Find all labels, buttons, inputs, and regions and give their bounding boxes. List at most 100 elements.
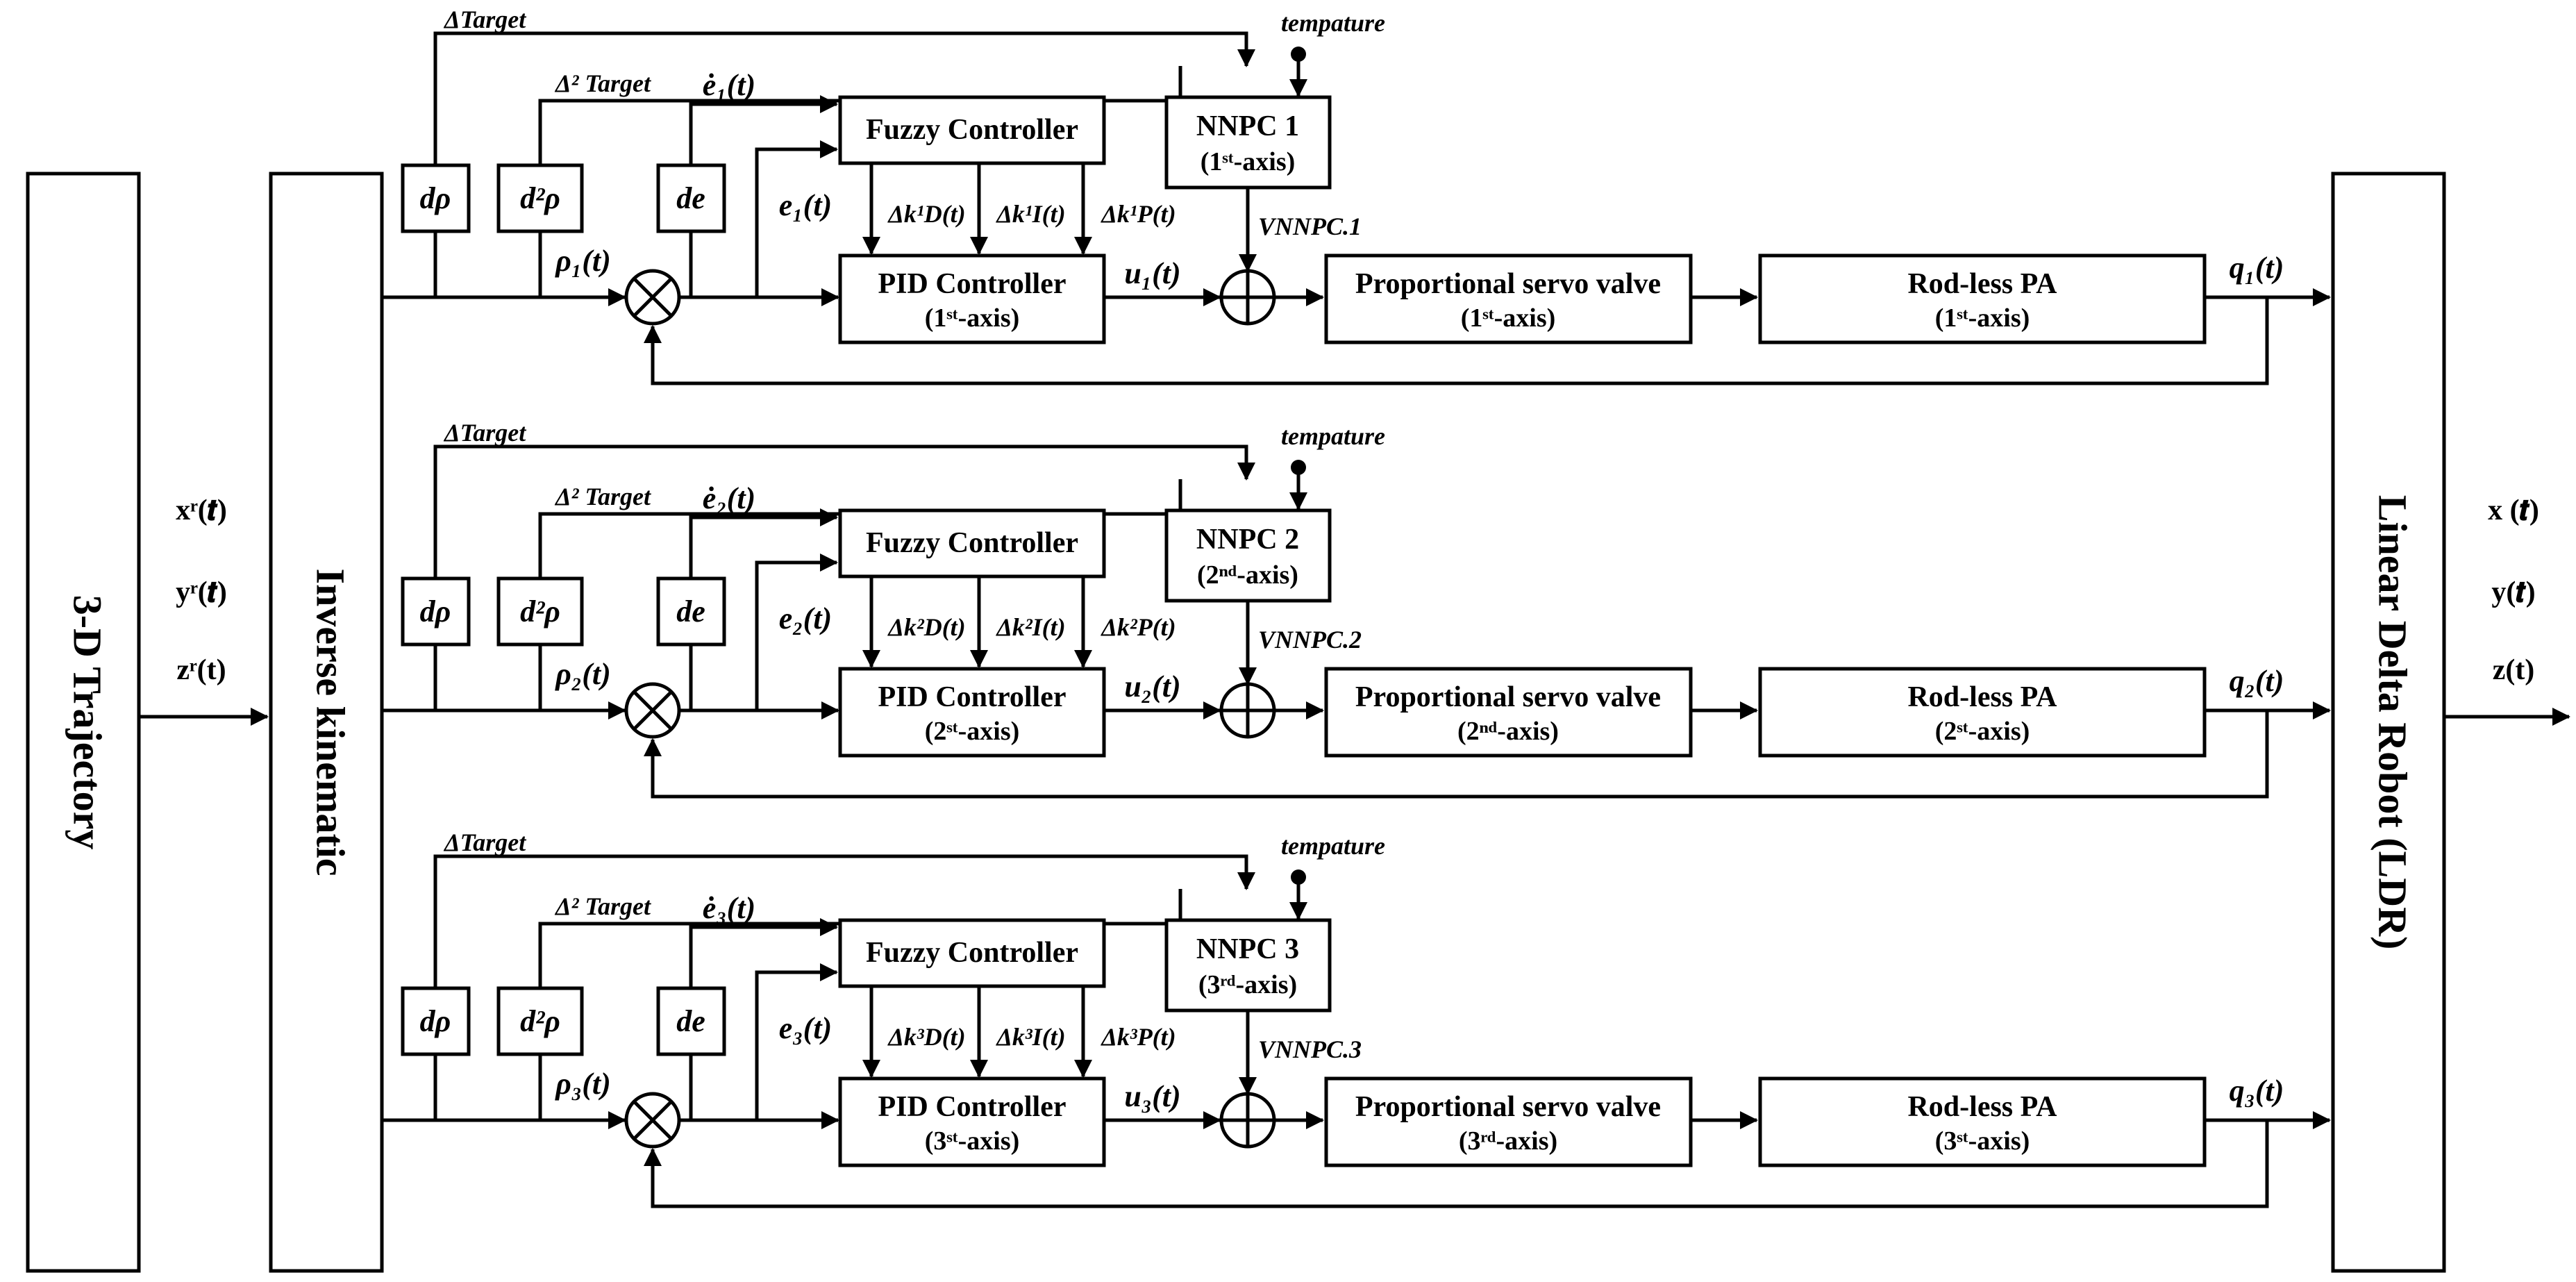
feedback-line bbox=[644, 710, 2269, 799]
gain-kd-label: Δk³D(t) bbox=[887, 1023, 965, 1051]
d-rho-label: dρ bbox=[420, 181, 451, 215]
edot-label: ė₁(t) bbox=[703, 68, 755, 102]
error-to-fuzzy-line bbox=[755, 140, 838, 297]
d2-rho-block bbox=[496, 986, 584, 1056]
servo-valve-axis: (1ˢᵗ-axis) bbox=[1461, 303, 1556, 333]
temperature-label: tempature bbox=[1281, 422, 1385, 450]
de-label: de bbox=[676, 1004, 705, 1038]
u-label: u₁(t) bbox=[1124, 256, 1180, 290]
de-block bbox=[656, 163, 726, 233]
delta2-target-label: Δ² Target bbox=[554, 892, 651, 920]
delta2-target-label: Δ² Target bbox=[554, 483, 651, 510]
delta2-target-label: Δ² Target bbox=[554, 69, 651, 97]
d-rho-label: dρ bbox=[420, 594, 451, 628]
pid-axis-label: (1ˢᵗ-axis) bbox=[925, 303, 1020, 333]
gain-ki-label: Δk³I(t) bbox=[995, 1023, 1065, 1051]
d2-rho-label: d²ρ bbox=[520, 594, 560, 628]
reference-x-label: xʳ(𝒕) bbox=[176, 494, 227, 526]
servo-valve-label: Proportional servo valve bbox=[1355, 1091, 1661, 1123]
q-label: q₁(t) bbox=[2230, 251, 2284, 285]
nnpc-title: NNPC 1 bbox=[1196, 110, 1299, 142]
edot-label: ė₂(t) bbox=[703, 481, 755, 515]
temperature-label: tempature bbox=[1281, 9, 1385, 37]
servo-valve-block bbox=[1324, 1076, 1693, 1167]
fuzzy-controller-block bbox=[838, 918, 1106, 988]
cross-line-b bbox=[633, 1100, 673, 1140]
vnnpc-label: VNNPC.1 bbox=[1258, 213, 1362, 240]
fuzzy-controller-label: Fuzzy Controller bbox=[866, 114, 1078, 146]
rodless-pa-label: Rod-less PA bbox=[1907, 1091, 2057, 1123]
error-label: e₁(t) bbox=[779, 188, 832, 222]
vnnpc-label: VNNPC.3 bbox=[1258, 1035, 1362, 1063]
servo-valve-axis: (2ⁿᵈ-axis) bbox=[1457, 717, 1559, 746]
trajectory-label: 3-D Trajectory bbox=[65, 595, 110, 850]
edot-line bbox=[689, 95, 838, 165]
rodless-pa-axis: (1ˢᵗ-axis) bbox=[1935, 303, 2030, 333]
d-rho-block bbox=[401, 163, 471, 233]
cross-line-b bbox=[633, 277, 673, 317]
pid-axis-label: (3ˢᵗ-axis) bbox=[925, 1126, 1020, 1156]
rho-label: ρ₂(t) bbox=[554, 657, 611, 691]
reference-z-label: zʳ(t) bbox=[176, 654, 226, 686]
gain-kd-label: Δk¹D(t) bbox=[887, 200, 965, 228]
feedback-line bbox=[644, 1120, 2269, 1208]
gain-kp-label: Δk²P(t) bbox=[1100, 613, 1176, 641]
nnpc-title: NNPC 3 bbox=[1196, 933, 1299, 965]
rodless-pa-axis: (3ˢᵗ-axis) bbox=[1935, 1126, 2030, 1156]
delta-target-label: ΔTarget bbox=[443, 6, 526, 33]
inverse-kinematic-block bbox=[269, 172, 384, 1273]
output-y-label: y(𝒕) bbox=[2491, 576, 2535, 608]
delta-target-label: ΔTarget bbox=[443, 829, 526, 856]
rodless-pa-block bbox=[1758, 253, 2207, 344]
fuzzy-controller-label: Fuzzy Controller bbox=[866, 527, 1078, 559]
vnnpc-label: VNNPC.2 bbox=[1258, 626, 1362, 654]
pid-controller-label: PID Controller bbox=[878, 681, 1066, 713]
trajectory-block bbox=[26, 172, 141, 1273]
de-label: de bbox=[676, 181, 705, 215]
cross-line-b bbox=[633, 690, 673, 731]
delta-target-line bbox=[433, 31, 1255, 165]
rodless-pa-label: Rod-less PA bbox=[1907, 268, 2057, 300]
gain-kp-label: Δk³P(t) bbox=[1100, 1023, 1176, 1051]
nnpc-axis: (2ⁿᵈ-axis) bbox=[1197, 560, 1298, 590]
error-label: e₂(t) bbox=[779, 601, 832, 635]
temperature-label: tempature bbox=[1281, 832, 1385, 860]
pid-controller-label: PID Controller bbox=[878, 1091, 1066, 1123]
servo-valve-label: Proportional servo valve bbox=[1355, 681, 1661, 713]
d2-rho-label: d²ρ bbox=[520, 1004, 560, 1038]
nnpc-block bbox=[1164, 918, 1332, 1013]
robot-output-labels: x (𝒕) y(𝒕) z(t) bbox=[2488, 494, 2539, 686]
rho-label: ρ₃(t) bbox=[554, 1067, 611, 1101]
delta-target-line bbox=[433, 854, 1255, 988]
nnpc-title: NNPC 2 bbox=[1196, 524, 1299, 556]
rodless-pa-label: Rod-less PA bbox=[1907, 681, 2057, 713]
servo-valve-axis: (3ʳᵈ-axis) bbox=[1459, 1126, 1557, 1156]
fuzzy-controller-block bbox=[838, 95, 1106, 165]
delta-target-label: ΔTarget bbox=[443, 419, 526, 447]
gain-ki-label: Δk¹I(t) bbox=[995, 200, 1065, 228]
nnpc-block bbox=[1164, 508, 1332, 603]
rho-label: ρ₁(t) bbox=[554, 244, 611, 278]
reference-y-label: yʳ(𝒕) bbox=[176, 576, 227, 608]
robot-block bbox=[2331, 172, 2446, 1273]
reference-input-labels: xʳ(𝒕) yʳ(𝒕) zʳ(t) bbox=[176, 494, 227, 686]
fuzzy-controller-block bbox=[838, 508, 1106, 578]
servo-valve-label: Proportional servo valve bbox=[1355, 268, 1661, 300]
edot-line bbox=[689, 918, 838, 988]
u-label: u₂(t) bbox=[1124, 669, 1180, 704]
gain-kp-label: Δk¹P(t) bbox=[1100, 200, 1176, 228]
u-label: u₃(t) bbox=[1124, 1079, 1180, 1113]
nnpc-axis: (3ʳᵈ-axis) bbox=[1198, 970, 1297, 999]
gain-ki-label: Δk²I(t) bbox=[995, 613, 1065, 641]
q-label: q₂(t) bbox=[2230, 664, 2284, 698]
servo-valve-block bbox=[1324, 667, 1693, 758]
edot-label: ė₃(t) bbox=[703, 891, 755, 925]
rodless-pa-axis: (2ˢᵗ-axis) bbox=[1935, 717, 2030, 746]
error-label: e₃(t) bbox=[779, 1011, 832, 1045]
error-to-fuzzy-line bbox=[755, 963, 838, 1120]
